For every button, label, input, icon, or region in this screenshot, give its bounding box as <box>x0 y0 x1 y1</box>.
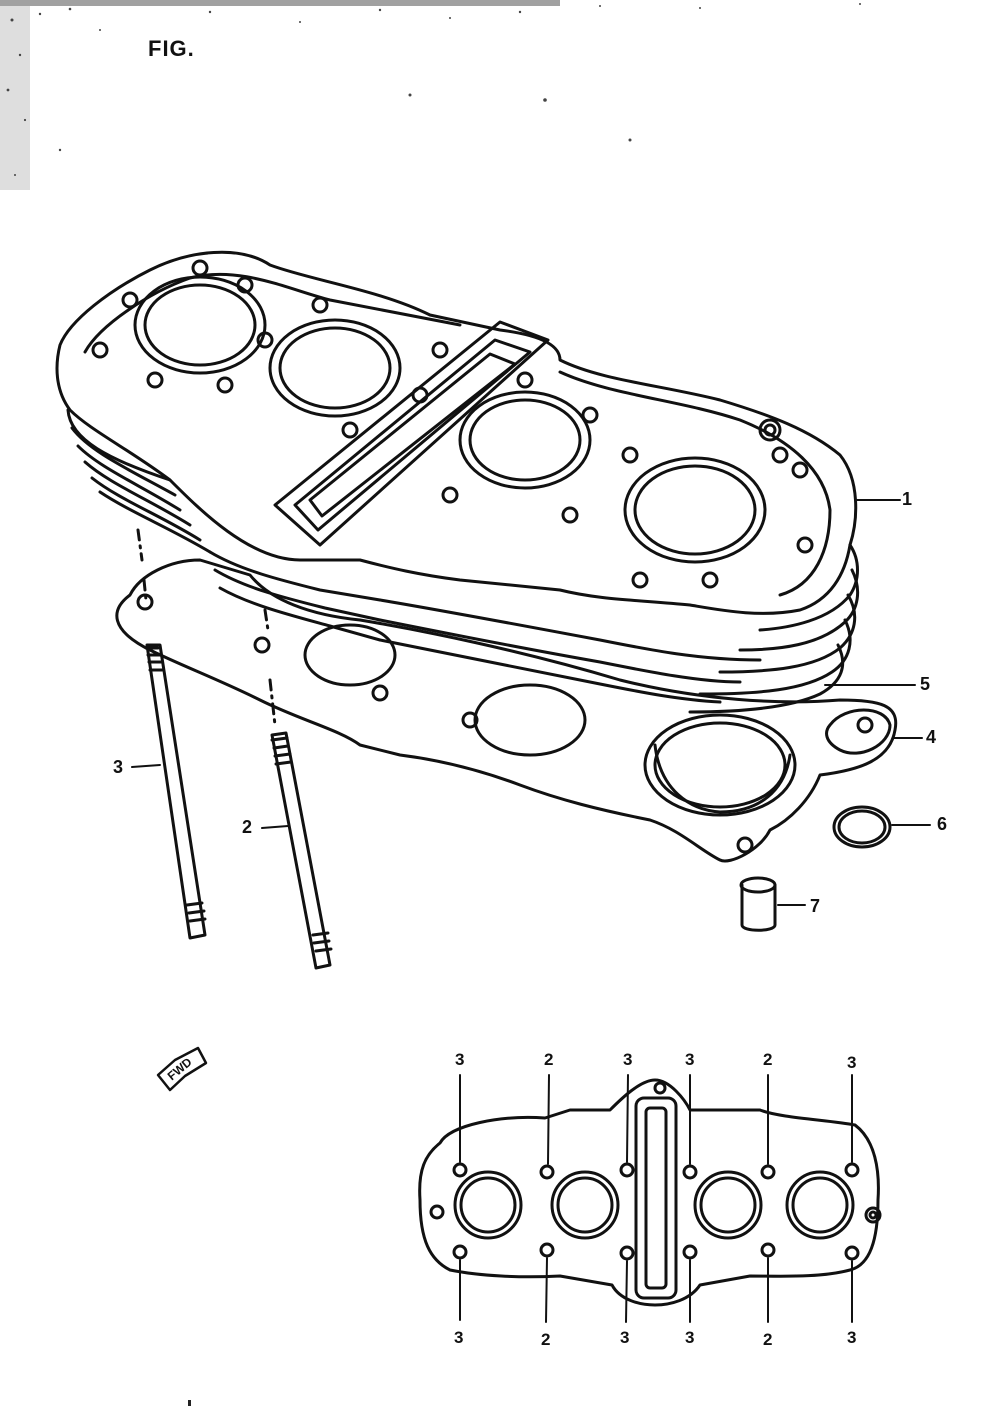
callout-1: 1 <box>902 489 913 509</box>
stud-bolt-long <box>144 643 207 940</box>
bolt-label-top-5: 2 <box>763 1050 773 1069</box>
fwd-arrow-icon <box>156 1046 208 1092</box>
stud-bolt-short <box>270 731 333 970</box>
base-gasket <box>115 558 898 863</box>
bolt-label-bottom-5: 2 <box>763 1330 773 1349</box>
bolt-label-bottom-2: 2 <box>541 1330 551 1349</box>
figure-title: FIG. <box>148 36 195 61</box>
o-ring <box>832 805 892 849</box>
bolt-pattern-view <box>418 1074 882 1323</box>
callout-2: 2 <box>242 817 253 837</box>
bolt-label-top-3: 3 <box>623 1050 633 1069</box>
bolt-label-top-4: 3 <box>685 1050 695 1069</box>
bolt-label-bottom-6: 3 <box>847 1328 857 1347</box>
callout-4: 4 <box>926 727 937 747</box>
callout-6: 6 <box>937 814 948 834</box>
callout-7: 7 <box>810 896 821 916</box>
scan-noise <box>0 0 861 190</box>
bolt-label-bottom-1: 3 <box>454 1328 464 1347</box>
bolt-label-bottom-4: 3 <box>685 1328 695 1347</box>
bolt-label-top-1: 3 <box>455 1050 465 1069</box>
scan-speck <box>188 1400 191 1406</box>
cylinder-block <box>55 250 860 714</box>
callout-3: 3 <box>113 757 124 777</box>
bolt-label-top-2: 2 <box>544 1050 554 1069</box>
bolt-label-bottom-3: 3 <box>620 1328 630 1347</box>
dowel-pin <box>739 876 777 932</box>
bolt-label-top-6: 3 <box>847 1053 857 1072</box>
callout-5: 5 <box>920 674 931 694</box>
